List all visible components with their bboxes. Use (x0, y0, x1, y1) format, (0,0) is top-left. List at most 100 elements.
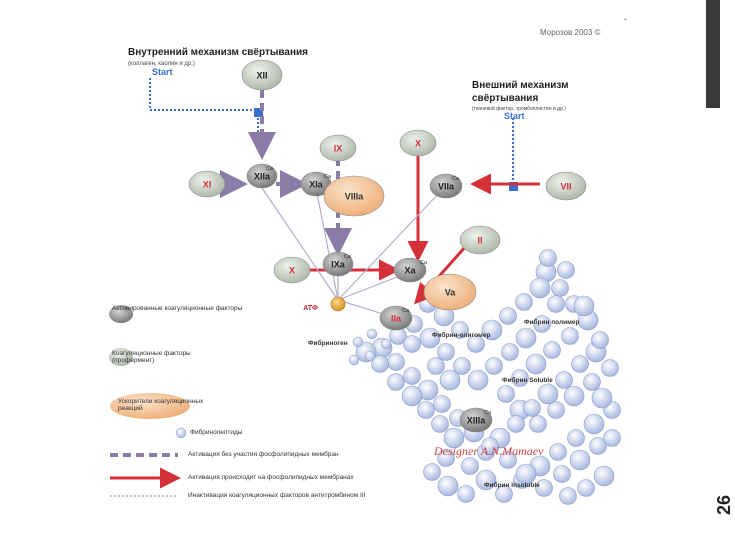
fibrin-bead (485, 357, 503, 375)
fibrin-bead (529, 277, 551, 299)
fibrin-bead (567, 429, 585, 447)
legend-factors-text: Коагуляционные факторы (профермент) (112, 350, 191, 364)
fibrin-bead (417, 401, 435, 419)
fibrin-bead (443, 427, 465, 449)
fibrinopeptide-bead (352, 336, 364, 348)
fibrin-bead (403, 335, 421, 353)
factor-xi (188, 170, 226, 198)
fibrin-bead (603, 429, 621, 447)
factor-iia-label: IIa (391, 314, 402, 324)
fibrin-bead (591, 387, 613, 409)
factor-xi-label: XI (203, 180, 212, 190)
fibrin-bead (549, 443, 567, 461)
factor-ixa-label: IXa (331, 260, 346, 270)
intrinsic-subtitle: (коллаген, каолин и др.) (128, 61, 195, 67)
factor-xa-label: Xa (404, 266, 416, 276)
fibrin-bead (467, 369, 489, 391)
author-credit: Морозов 2003 © (540, 28, 601, 37)
fibrin-bead (543, 341, 561, 359)
fibrinopeptide-bead (364, 350, 376, 362)
legend-accelerator-swatch (110, 393, 190, 419)
factor-xiia (246, 163, 278, 189)
factor-x-top (399, 129, 437, 157)
fibrin-bead (431, 415, 449, 433)
fibrin-bead (563, 385, 585, 407)
fibrin-bead (547, 401, 565, 419)
fibrin-bead (437, 475, 459, 497)
dashed-activation-arrows (220, 90, 352, 256)
fibrin-bead (419, 327, 441, 349)
fibrin-bead (461, 457, 479, 475)
calcium-label: Ca (324, 174, 332, 180)
fibrin-bead (481, 319, 503, 341)
fibrin-bead (559, 487, 577, 505)
fibrin-bead (427, 357, 445, 375)
factor-xia-label: XIa (309, 180, 324, 190)
factor-x-left-label: X (289, 266, 295, 276)
fibrin-bead (547, 295, 565, 313)
fibrin-bead (551, 279, 569, 297)
calcium-label: Ca (402, 308, 410, 314)
fibrin-oligomer-label: Фибрин-олигомер (432, 332, 491, 339)
extrinsic-start-marker (509, 182, 518, 191)
fibrin-bead (507, 415, 525, 433)
fibrin-bead (387, 373, 405, 391)
fibrin-bead (387, 353, 405, 371)
fibrin-bead (571, 355, 589, 373)
fibrin-insoluble-label: Фибрин Insoluble (484, 482, 540, 489)
factor-va (423, 273, 477, 311)
legend-factor-swatch (109, 348, 133, 366)
fibrin-bead (511, 369, 529, 387)
legend-fibrinopeptides-text: Фибринопептиды (190, 429, 243, 436)
factor-vii-label: VII (560, 182, 571, 192)
fibrin-bead (573, 295, 595, 317)
fibrin-bead (433, 395, 451, 413)
fibrin-bead (535, 479, 553, 497)
factor-x-top-label: X (415, 139, 421, 149)
antithrombin-node (330, 296, 346, 312)
fibrin-bead (537, 383, 559, 405)
page-number: 26 (714, 495, 734, 516)
factor-xiiia (459, 407, 493, 433)
factor-ix-label: IX (334, 144, 343, 154)
fibrin-bead (589, 437, 607, 455)
factor-viiia (323, 175, 385, 217)
intrinsic-start-path (149, 78, 259, 140)
fibrin-bead (569, 449, 591, 471)
factor-xii (241, 59, 283, 91)
factor-ixa (322, 251, 354, 277)
calcium-label: Ca (484, 410, 492, 416)
factor-ii (459, 225, 501, 255)
fibrin-bead (577, 479, 595, 497)
fibrin-bead (583, 373, 601, 391)
fibrin-bead (499, 451, 517, 469)
fibrinogen-label: Фибриноген (308, 340, 348, 347)
extrinsic-title-line1: Внешний механизм (472, 80, 569, 91)
intrinsic-start-marker (254, 108, 263, 117)
fibrin-bead (481, 437, 499, 455)
factor-ii-label: II (477, 236, 482, 246)
intrinsic-title: Внутренний механизм свёртывания (128, 47, 308, 58)
fibrin-bead (557, 261, 575, 279)
antithrombin-label: ATФ (303, 305, 318, 312)
fibrin-bead (601, 359, 619, 377)
fibrin-bead (515, 327, 537, 349)
fibrinopeptide-bead (348, 354, 360, 366)
fibrinopeptide-bead (380, 338, 392, 350)
factor-va-label: Va (445, 288, 457, 298)
legend-fibrinopeptide-swatch (175, 427, 187, 439)
calcium-label: Ca (266, 166, 274, 172)
factor-xiiia-label: XIIIa (467, 416, 487, 426)
legend-dashed-text: Активация без участия фосфолипидных мемб… (188, 451, 339, 458)
factor-xii-label: XII (256, 71, 267, 81)
legend-activated-text: Активированные коагуляционные факторы (112, 305, 243, 312)
factor-viia (429, 173, 463, 199)
legend-activated-swatch (109, 305, 133, 323)
header-dash: - (624, 14, 627, 24)
fibrin-polymer-label: Фибрин полимер (524, 319, 580, 326)
fibrin-bead (523, 399, 541, 417)
factor-ix (319, 134, 357, 162)
factor-viiia-label: VIIIa (345, 192, 365, 202)
